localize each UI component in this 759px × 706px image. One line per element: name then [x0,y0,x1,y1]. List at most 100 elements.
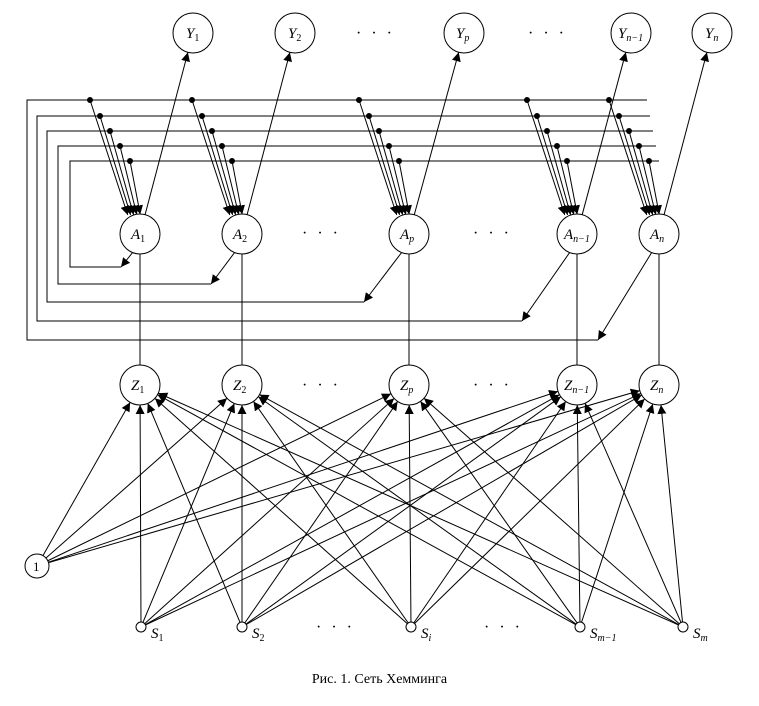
edge-s2-to-z4 [414,398,646,624]
svg-text:Zn: Zn [650,378,663,396]
edge-loop3-to-a0 [119,145,139,215]
junction-dot-l3-a1 [219,143,225,149]
edge-loop1-to-a4 [618,115,652,216]
junction-dot-l0-a3 [524,97,530,103]
edge-loop4-to-a4 [648,160,662,215]
output-node-yp: Yp [443,12,485,54]
edge-bias-to-z2 [47,393,392,562]
svg-text:An: An [649,227,664,245]
edge-s3-to-z3 [572,404,582,623]
junction-dot-l4-a4 [646,158,652,164]
junction-dot-l3-a2 [386,143,392,149]
output-ellipsis-2: · · · [528,25,567,42]
edge-loop3-to-a3 [556,145,576,215]
edge-s4-to-z0 [158,392,679,626]
svg-text:A1: A1 [130,227,145,245]
output-node-y2: Y2 [274,12,316,54]
edge-s1-to-z2 [244,401,399,624]
input-node-sm-1: Sm−1 [574,621,616,644]
edge-bias-to-z4 [48,388,640,564]
feedback-loop-1 [36,115,650,322]
feedback-tap-a0 [120,251,134,268]
junction-dot-l3-a4 [636,143,642,149]
junction-dot-l2-a3 [544,128,550,134]
edge-bias-to-z3 [48,389,559,563]
edge-s2-to-z3 [413,401,567,624]
edge-loop0-to-a2 [358,99,399,216]
edge-loop3-to-a2 [388,145,408,215]
hidden-a-ellipsis-1: · · · [302,225,341,242]
junction-dot-l0-a0 [87,97,93,103]
edge-s0-to-z4 [145,393,642,626]
junction-dot-l4-a1 [229,158,235,164]
edge-s4-to-z1 [259,394,679,626]
svg-text:Z1: Z1 [131,378,144,396]
svg-text:Y1: Y1 [186,26,199,44]
edge-s0-to-z0 [135,404,145,623]
junction-dot-l1-a1 [199,113,205,119]
hidden-node-ap: Ap [388,213,430,255]
edge-s3-to-z0 [157,394,576,626]
hidden-z-ellipsis-1: · · · [302,377,341,394]
svg-text:Yn−1: Yn−1 [618,26,643,44]
junction-dot-l0-a2 [356,97,362,103]
edge-loop0-to-a0 [89,99,130,216]
junction-dot-l4-a0 [127,158,133,164]
edge-loop4-to-a0 [129,160,143,215]
svg-text:S2: S2 [252,626,265,644]
junction-dot-l2-a2 [376,128,382,134]
svg-text:Yn: Yn [705,26,718,44]
output-node-yn-1: Yn−1 [610,12,652,54]
feedback-tap-a4 [597,251,653,341]
junction-dot-l0-a4 [606,97,612,103]
svg-text:Si: Si [421,626,432,644]
edge-loop0-to-a3 [526,99,567,216]
svg-text:Z2: Z2 [233,378,246,396]
svg-text:Yp: Yp [456,26,469,44]
hidden-node-zn: Zn [638,364,680,406]
edge-bias-to-z0 [42,402,131,556]
input-node-s1: S1 [135,621,164,644]
edge-loop2-to-a4 [628,130,655,215]
edge-loop0-to-a4 [608,99,649,216]
output-node-y1: Y1 [172,12,214,54]
hidden-node-a1: A1 [119,213,161,255]
feedback-loop-0 [26,99,647,341]
hidden-node-an-1: An−1 [556,213,598,255]
edge-a4-to-y4 [663,52,709,215]
edge-loop2-to-a1 [211,130,238,215]
edge-loop1-to-a3 [536,115,570,216]
svg-text:An−1: An−1 [563,227,590,245]
edge-loop4-to-a1 [231,160,245,215]
feedback-loops [26,99,659,341]
edge-loop3-to-a1 [221,145,241,215]
edge-s3-to-z1 [257,396,577,625]
feedback-loop-4 [69,160,659,268]
edge-s0-to-z2 [144,398,395,625]
edge-loop4-to-a2 [398,160,412,215]
edge-s2-to-z1 [253,401,409,624]
edge-s4-to-z3 [584,403,682,623]
hidden-node-z2: Z2 [221,364,263,406]
svg-text:1: 1 [33,559,40,574]
edge-s1-to-z4 [246,394,642,625]
input-ellipsis-1: · · · [316,619,355,636]
edge-s4-to-z2 [423,397,680,625]
junction-dot-l3-a0 [117,143,123,149]
junction-dot-l4-a3 [564,158,570,164]
feedback-tap-a3 [521,251,571,322]
hidden-z-ellipsis-2: · · · [473,377,512,394]
edge-a2-to-y2 [413,52,461,215]
svg-text:Sm: Sm [693,626,708,644]
svg-text:S1: S1 [151,626,164,644]
edge-loop2-to-a2 [378,130,405,215]
edge-s0-to-z1 [142,403,235,623]
input-node-si: Si [405,621,432,644]
junction-dot-l0-a1 [189,97,195,103]
svg-text:A2: A2 [232,227,247,245]
edge-bias-to-z1 [45,397,228,559]
junction-dot-l1-a3 [534,113,540,119]
edge-a1-to-y1 [246,52,292,215]
input-node-sm: Sm [677,621,708,644]
junction-dot-l1-a0 [97,113,103,119]
